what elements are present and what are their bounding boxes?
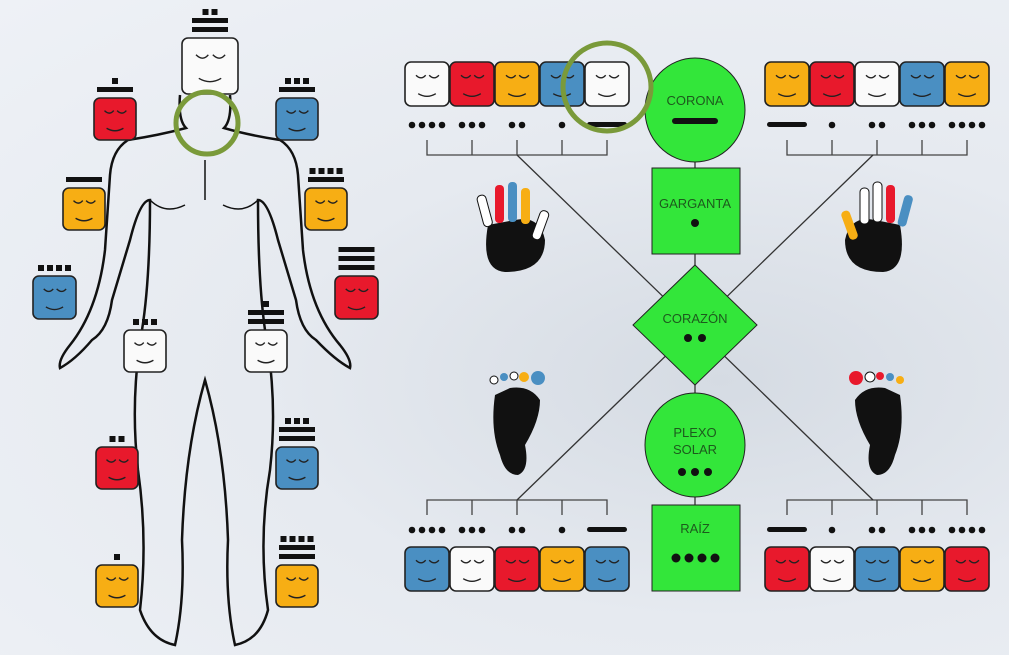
maya-number (279, 78, 315, 92)
bracket (426, 140, 608, 156)
maya-number (192, 9, 228, 32)
maya-number (508, 121, 526, 129)
chakra-corazon: CORAZÓN (632, 264, 758, 386)
glyph-tile-white (404, 61, 450, 107)
glyph-tile-white (244, 329, 288, 373)
maya-number (109, 436, 125, 442)
maya-number (38, 265, 71, 271)
chakra-plexo-solar: PLEXO SOLAR (644, 392, 746, 498)
maya-number (133, 319, 157, 325)
glyph-tile-white (584, 61, 630, 107)
glyph-tile-white (809, 546, 855, 592)
chakra-label: CORAZÓN (663, 311, 728, 326)
maya-number (908, 526, 936, 534)
maya-number (279, 418, 315, 441)
glyph-tile-yellow (494, 61, 540, 107)
human-body-outline (58, 94, 352, 647)
glyph-tile-red (764, 546, 810, 592)
glyph-row-top-right (764, 61, 990, 156)
torso-lines (149, 160, 259, 210)
maya-number (767, 527, 807, 532)
maya-number (868, 526, 886, 534)
chakra-raiz: RAÍZ (651, 504, 741, 592)
glyph-tile-yellow (539, 546, 585, 592)
glyph-tile-yellow (95, 564, 139, 608)
chakra-label: PLEXO (673, 425, 716, 440)
maya-number (114, 554, 120, 560)
left-hand-icon (476, 182, 550, 272)
glyph-tile-red (93, 97, 137, 141)
maya-number (508, 526, 526, 534)
maya-number (767, 122, 807, 127)
glyph-tile-blue (584, 546, 630, 592)
glyph-tile-white (449, 546, 495, 592)
right-foot-icon (849, 371, 904, 475)
bracket (786, 499, 968, 515)
glyph-tile-red (809, 61, 855, 107)
glyph-tile-red (334, 275, 379, 320)
maya-number (458, 121, 486, 129)
maya-number (279, 536, 315, 559)
maya-number (458, 526, 486, 534)
highlight-circle-throat (173, 89, 241, 157)
bracket (426, 499, 608, 515)
glyph-row-top-left (404, 61, 630, 156)
glyph-tile-white (854, 61, 900, 107)
maya-number (828, 526, 836, 534)
maya-number (828, 121, 836, 129)
maya-number (408, 526, 446, 534)
glyph-tile-blue (275, 97, 319, 141)
glyph-tile-yellow (304, 187, 348, 231)
chakra-garganta: GARGANTA (651, 167, 741, 255)
chakra-label: GARGANTA (659, 196, 731, 211)
maya-number (948, 526, 986, 534)
glyph-tile-yellow (899, 546, 945, 592)
maya-number (558, 526, 566, 534)
maya-number (408, 121, 446, 129)
glyph-tile-blue (275, 446, 319, 490)
glyph-tile-blue (854, 546, 900, 592)
maya-number (587, 122, 627, 127)
maya-number (868, 121, 886, 129)
maya-number (338, 247, 375, 270)
glyph-tile-red (494, 546, 540, 592)
maya-number (908, 121, 936, 129)
glyph-tile-white (181, 37, 239, 95)
maya-number (558, 121, 566, 129)
glyph-tile-white (123, 329, 167, 373)
glyph-tile-yellow (62, 187, 106, 231)
maya-number (248, 301, 284, 324)
maya-number (66, 177, 102, 182)
glyph-tile-yellow (944, 61, 990, 107)
glyph-tile-blue (32, 275, 77, 320)
glyph-tile-yellow (764, 61, 810, 107)
chakra-label: RAÍZ (680, 521, 710, 536)
glyph-row-bottom-right (764, 499, 990, 592)
chakra-label: SOLAR (673, 442, 717, 457)
right-hand-icon (841, 181, 913, 272)
glyph-tile-blue (404, 546, 450, 592)
maya-number (948, 121, 986, 129)
glyph-tile-blue (899, 61, 945, 107)
bracket (786, 140, 968, 156)
glyph-tile-yellow (275, 564, 319, 608)
maya-number (97, 78, 133, 92)
left-foot-icon (489, 371, 545, 475)
glyph-row-bottom-left (404, 499, 630, 592)
glyph-tile-red (944, 546, 990, 592)
highlight-circle-glyph (560, 40, 654, 134)
chakra-corona: CORONA (644, 57, 746, 163)
glyph-tile-red (95, 446, 139, 490)
maya-number (587, 527, 627, 532)
chakra-label: CORONA (666, 93, 723, 108)
glyph-tile-red (449, 61, 495, 107)
maya-number (308, 168, 344, 182)
